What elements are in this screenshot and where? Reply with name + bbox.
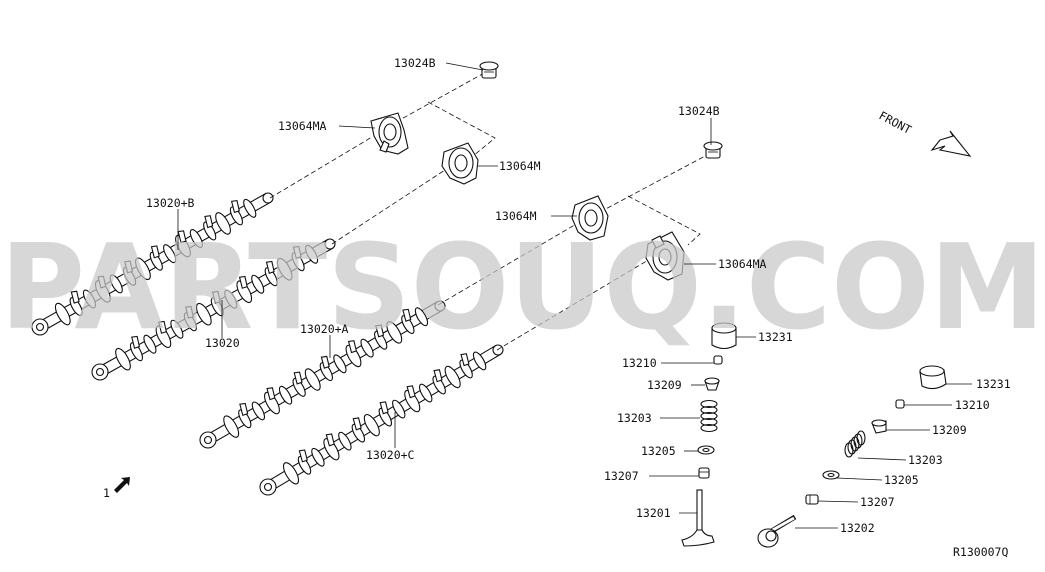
label-13202: 13202 — [840, 521, 875, 535]
front-label: FRONT — [877, 108, 914, 137]
intake-valve-13201 — [681, 489, 715, 547]
label-13020: 13020 — [205, 336, 240, 350]
watermark: PARTSOUQ.COM — [0, 218, 1045, 356]
valve-seal-13207-right — [805, 494, 819, 505]
spring-retainer-13209-left — [704, 377, 720, 391]
reference-arrow-icon — [114, 477, 130, 493]
label-13231-right: 13231 — [976, 377, 1011, 391]
label-13064m-left: 13064M — [499, 159, 541, 173]
label-13205-right: 13205 — [884, 473, 919, 487]
cam-sprocket-13064m-left — [441, 142, 479, 185]
label-13020-b: 13020+B — [146, 196, 195, 210]
label-13020-c: 13020+C — [366, 448, 415, 462]
label-13020-a: 13020+A — [300, 322, 349, 336]
camshaft-13020-a — [199, 300, 446, 449]
cam-sprocket-13064ma-left — [370, 112, 409, 155]
camshaft-13020-b — [31, 192, 274, 336]
assembly-lines — [269, 71, 708, 351]
label-13024b-top: 13024B — [394, 56, 436, 70]
front-direction-arrow: FRONT — [877, 108, 972, 157]
label-13064m-right: 13064M — [495, 209, 537, 223]
valve-seal-13207-left — [698, 467, 710, 479]
valve-spring-13203-right — [844, 430, 866, 458]
label-13024b-right: 13024B — [678, 104, 720, 118]
label-13209-right: 13209 — [932, 423, 967, 437]
label-13209-left: 13209 — [647, 378, 682, 392]
reference-mark-number: 1 — [103, 486, 110, 500]
label-13210-left: 13210 — [622, 356, 657, 370]
diagram-code: R130007Q — [953, 545, 1008, 559]
valve-lifter-13231-right — [919, 365, 947, 390]
cam-bolt-13024b-top — [479, 61, 499, 79]
camshaft-13020 — [91, 238, 336, 381]
label-13201: 13201 — [636, 506, 671, 520]
leader-lines — [177, 62, 972, 529]
exhaust-valve-13202 — [757, 514, 797, 548]
shim-13210-left — [713, 355, 723, 365]
label-13064ma-left: 13064MA — [278, 119, 327, 133]
camshaft-13020-c — [259, 344, 504, 496]
label-13064ma-right: 13064MA — [718, 257, 767, 271]
label-13205-left: 13205 — [641, 444, 676, 458]
label-13207-left: 13207 — [604, 469, 639, 483]
label-13203-left: 13203 — [617, 411, 652, 425]
shim-13210-right — [895, 399, 905, 409]
spring-seat-13205-right — [822, 470, 840, 480]
cam-sprocket-13064m-right — [571, 195, 609, 241]
label-13231-left: 13231 — [758, 330, 793, 344]
cam-bolt-13024b-right — [703, 141, 723, 159]
valve-spring-13203-left — [700, 399, 718, 433]
part-labels: 13024B 13064MA 13064M 13020+B 13020 1302… — [146, 56, 1011, 535]
camshafts — [31, 192, 504, 496]
label-13203-right: 13203 — [908, 453, 943, 467]
valve-lifter-13231-left — [711, 322, 737, 350]
reference-mark: 1 — [103, 477, 130, 500]
spring-seat-13205-left — [697, 445, 715, 455]
label-13207-right: 13207 — [860, 495, 895, 509]
spring-retainer-13209-right — [871, 419, 887, 434]
cam-sprocket-13064ma-right — [645, 231, 685, 281]
label-13210-right: 13210 — [955, 398, 990, 412]
